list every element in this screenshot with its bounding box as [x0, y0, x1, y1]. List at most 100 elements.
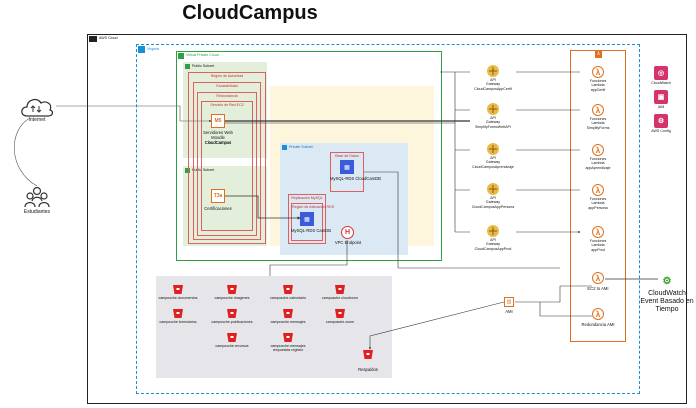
s3-bucket-label: campusche.zoom	[325, 320, 355, 324]
ec2-service-label: Servicio de Red EC2	[210, 103, 244, 107]
subnet-b-icon	[185, 168, 190, 173]
api-gateway-icon[interactable]	[486, 224, 500, 238]
rds-main-label: MySQL-RDS CloudCamDB	[330, 176, 381, 181]
ec2-service-box: Servicio de Red EC2	[201, 101, 253, 231]
ec2-sub-label: CloudCampus	[204, 140, 232, 145]
lambda-function-icon[interactable]: λ	[592, 104, 604, 116]
rds-group-outer-label: Replicación MySQL	[291, 196, 323, 200]
api-gateway-icon[interactable]	[486, 64, 500, 78]
lambda-group-box: λ	[570, 50, 626, 342]
legend-label: CloudWatch	[651, 81, 671, 85]
rds-main-icon[interactable]: ▦	[340, 160, 354, 174]
lambda-line3: SimplifyForms	[586, 125, 610, 130]
rds-replica-icon[interactable]: ▦	[300, 212, 314, 226]
t3a-instance-icon[interactable]: T3a	[211, 189, 225, 203]
internet-cloud-icon	[18, 94, 56, 118]
region-flag-icon	[138, 46, 145, 53]
lambda-line2: Lambda	[591, 83, 605, 88]
page-title: CloudCampus	[182, 2, 318, 24]
api-gateway-line2: SimplifyFormsWebAPI	[475, 124, 511, 129]
vpc-icon	[178, 53, 184, 59]
vpc-label: Virtual Private Cloud	[186, 53, 219, 57]
api-gateway-line1: Gateway	[485, 82, 501, 87]
lambda-ec2-ami-icon[interactable]: λ	[592, 272, 604, 284]
legend-service-icon: ⚙	[654, 114, 668, 128]
students-label: Estudiantes	[23, 209, 51, 215]
api-gateway-line1: Gateway	[485, 242, 501, 247]
lambda-function-icon[interactable]: λ	[592, 226, 604, 238]
legend-label: AWS Config	[651, 129, 671, 133]
s3-bucket-label: campusche.mensajes respuestas registro	[270, 344, 306, 353]
s3-bucket-icon[interactable]	[282, 284, 294, 295]
backups-label: Respaldos	[358, 367, 378, 372]
private-subnet-label: Private Subnet	[289, 145, 313, 149]
lambda-ec2-ami-label: EC2 to AMI	[587, 286, 609, 291]
api-gateway-icon[interactable]	[486, 182, 500, 196]
lambda-line3: appPersona	[588, 205, 608, 210]
scalability-box: Escalabilidad	[193, 82, 261, 240]
rds-replica-label: MySQL-RDS CamDB	[291, 228, 332, 233]
vpc-endpoint-icon[interactable]: H	[341, 226, 354, 239]
region-label: Virginia	[147, 47, 159, 51]
api-gateway-line2: CloudCampusAprendizaje	[472, 164, 514, 169]
legend-label: IAM	[657, 105, 665, 109]
s3-bucket-icon[interactable]	[334, 308, 346, 319]
db-group-box: Base de Datos	[330, 152, 364, 192]
api-gateway-title: API	[490, 196, 496, 200]
ami-label: AMI	[505, 309, 513, 314]
legend-service-icon: ▣	[654, 90, 668, 104]
rds-group-inner: Región de Activación RDS	[291, 203, 334, 241]
api-gateway-line2: CloudCampusAppProd	[474, 246, 512, 251]
api-gateway-line2: CloudCampusAppCertif	[474, 86, 512, 91]
auth-region-box: Región de Autoridad	[188, 72, 266, 244]
s3-bucket-icon[interactable]	[226, 284, 238, 295]
subnet-a-label: Public Subnet	[192, 64, 215, 68]
aws-cloud-label: AWS Cloud	[99, 36, 118, 40]
db-group-label: Base de Datos	[335, 154, 359, 158]
s3-bucket-icon[interactable]	[282, 332, 294, 343]
redundancy-box: Redundancia	[197, 92, 257, 236]
s3-bucket-icon[interactable]	[172, 284, 184, 295]
lambda-line3: appProd	[591, 247, 605, 252]
legend-service-icon: ◎	[654, 66, 668, 80]
lambda-function-icon[interactable]: λ	[592, 66, 604, 78]
s3-bucket-label: campusche.formularios	[159, 320, 197, 324]
s3-bucket-icon[interactable]	[172, 308, 184, 319]
lambda-line1: Funciones	[589, 79, 607, 83]
buckets-area	[156, 276, 392, 378]
lambda-function-icon[interactable]: λ	[592, 144, 604, 156]
lambda-line2: Lambda	[591, 243, 605, 248]
lambda-function-icon[interactable]: λ	[592, 184, 604, 196]
api-gateway-line1: Gateway	[485, 120, 501, 125]
api-gateway-icon[interactable]	[486, 142, 500, 156]
subnet-b-label: Public Subnet	[192, 168, 215, 172]
s3-bucket-label: campusche.imagenes	[214, 296, 250, 300]
lambda-line1: Funciones	[589, 239, 607, 243]
api-gateway-title: API	[490, 116, 496, 120]
s3-bucket-label: campusche.mensajes	[270, 320, 306, 324]
api-gateway-icon[interactable]	[486, 102, 500, 116]
s3-bucket-label: campusche.recursos	[215, 344, 249, 348]
lambda-redundancia-icon[interactable]: λ	[592, 308, 604, 320]
auth-region-label: Región de Autoridad	[210, 74, 244, 78]
api-gateway-line2: CloudCampusAppPersona	[471, 204, 515, 209]
s3-bucket-label: campusche.calendario	[270, 296, 306, 300]
s3-bucket-icon[interactable]	[282, 308, 294, 319]
backup-bucket-icon[interactable]	[362, 349, 374, 360]
scalability-label: Escalabilidad	[216, 84, 238, 88]
s3-bucket-icon[interactable]	[226, 308, 238, 319]
lambda-line1: Funciones	[589, 197, 607, 201]
vpc-container: Virtual Private Cloud	[176, 51, 442, 261]
api-gateway-title: API	[490, 238, 496, 242]
ami-icon[interactable]: ▥	[504, 297, 514, 307]
aws-cloud-icon	[89, 36, 97, 42]
lambda-line2: Lambda	[591, 121, 605, 126]
s3-bucket-icon[interactable]	[334, 284, 346, 295]
api-gateway-line1: Gateway	[485, 160, 501, 165]
s3-bucket-icon[interactable]	[226, 332, 238, 343]
lambda-line3: appAprendizaje	[585, 165, 611, 170]
api-gateway-title: API	[490, 78, 496, 82]
cloudwatch-event-icon[interactable]: ⚙	[662, 275, 672, 287]
internet-label: Internet	[28, 117, 46, 123]
